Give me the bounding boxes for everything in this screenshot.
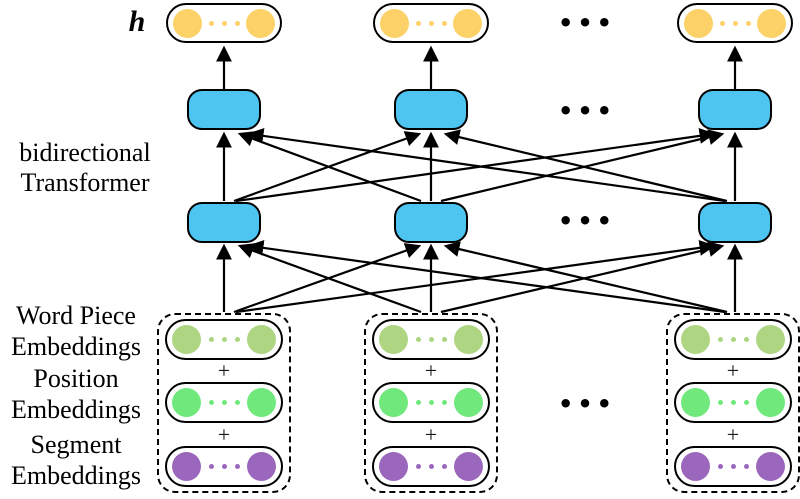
edge-l1-2-3 [440,241,725,314]
embedding-dots [415,463,447,469]
edge-l2-3-2 [443,129,728,203]
embedding-node-circle [379,388,408,418]
output-pill [166,3,282,43]
embedding-node-circle [247,388,276,418]
embedding-node-circle [246,8,275,38]
embedding-dots [208,20,240,26]
position-label-line2: Embeddings [11,395,141,424]
edge-l1-1-3 [235,240,716,314]
transformer-block-lower [394,202,468,243]
embedding-dots [719,20,751,26]
output-pill [677,3,793,43]
embedding-node-circle [757,8,786,38]
arrow-edges [216,45,743,314]
edge-l2-1-3 [235,128,716,203]
word-piece-pill [674,319,792,361]
position-pill [165,382,283,424]
ellipsis-lower-block-row: ••• [557,207,617,235]
segment-label-line2: Embeddings [11,461,141,490]
segment-embeddings-label: Segment Embeddings [0,429,152,491]
segment-pill [165,445,283,487]
embedding-node-circle [247,451,276,481]
ellipsis-upper-block-row: ••• [557,97,617,125]
embedding-node-circle [379,325,408,355]
plus-sign: + [726,358,740,384]
embedding-node-circle [173,8,202,38]
segment-pill [674,445,792,487]
hidden-state-label: h [128,5,146,38]
transformer-block-upper [698,89,772,130]
transformer-label-line2: Transformer [20,168,150,197]
ellipsis-output-row: ••• [557,9,617,37]
embedding-group: + + [666,313,800,493]
embedding-node-circle [684,8,713,38]
position-pill [372,382,490,424]
edge-l2-2-1 [237,131,422,203]
plus-sign: + [217,358,231,384]
embedding-node-circle [379,451,408,481]
embedding-dots [717,400,749,406]
ellipsis-embedding-row: ••• [557,390,617,418]
word-piece-label-line2: Embeddings [11,332,141,361]
segment-label-line1: Segment [30,430,122,459]
embedding-node-circle [681,451,710,481]
edge-l2-3-1 [247,128,726,203]
embedding-node-circle [454,388,483,418]
embedding-node-circle [172,325,201,355]
embedding-dots [717,337,749,343]
word-piece-pill [372,319,490,361]
transformer-label: bidirectional Transformer [8,138,162,198]
transformer-block-lower [698,202,772,243]
edge-l1-1-2 [233,243,422,314]
embedding-node-circle [454,325,483,355]
plus-sign: + [217,421,231,447]
word-piece-embeddings-label: Word Piece Embeddings [0,300,152,362]
embedding-node-circle [172,388,201,418]
transformer-block-upper [394,89,468,130]
embedding-node-circle [247,325,276,355]
edge-l1-2-1 [237,243,422,314]
edge-l2-1-2 [233,131,422,203]
plus-sign: + [424,421,438,447]
embedding-dots [208,463,240,469]
word-piece-label-line1: Word Piece [16,301,136,330]
transformer-block-lower [187,202,261,243]
embedding-dots [415,20,447,26]
transformer-block-upper [187,89,261,130]
embedding-node-circle [380,8,409,38]
embedding-dots [717,463,749,469]
embedding-node-circle [681,325,710,355]
embedding-node-circle [756,451,785,481]
plus-sign: + [424,358,438,384]
embedding-dots [415,400,447,406]
position-pill [674,382,792,424]
edge-l2-2-3 [440,129,725,203]
embedding-node-circle [454,451,483,481]
embedding-node-circle [681,388,710,418]
plus-sign: + [726,421,740,447]
position-embeddings-label: Position Embeddings [0,363,152,425]
edge-l1-3-2 [443,241,728,314]
embedding-group: + + [364,313,498,493]
segment-pill [372,445,490,487]
edge-l1-3-1 [247,240,726,314]
embedding-dots [208,400,240,406]
output-pill [373,3,489,43]
position-label-line1: Position [33,364,119,393]
embedding-node-circle [756,325,785,355]
embedding-dots [208,337,240,343]
embedding-node-circle [172,451,201,481]
word-piece-pill [165,319,283,361]
embedding-node-circle [453,8,482,38]
embedding-dots [415,337,447,343]
transformer-label-line1: bidirectional [19,138,151,167]
embedding-group: + + [157,313,291,493]
embedding-node-circle [756,388,785,418]
